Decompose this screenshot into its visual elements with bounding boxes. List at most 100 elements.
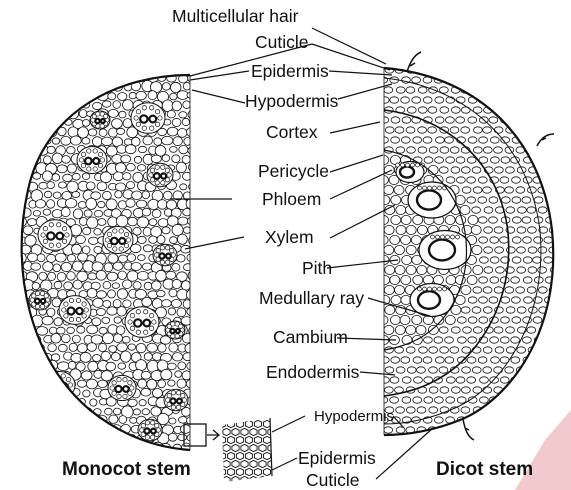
cell [523, 57, 532, 63]
cell [51, 424, 62, 433]
cell [544, 317, 553, 323]
cell [169, 418, 176, 424]
cell [461, 285, 471, 294]
cell [18, 308, 27, 317]
cell [76, 235, 86, 243]
cell [428, 325, 438, 334]
cell [108, 128, 117, 137]
cell [24, 443, 33, 450]
cell [115, 163, 126, 173]
inset-cell [259, 444, 266, 451]
cell [178, 129, 188, 138]
inset-cell [254, 452, 261, 459]
cell [64, 84, 72, 90]
cell [113, 262, 123, 270]
cell [194, 228, 201, 234]
cell [93, 102, 102, 109]
cell [66, 432, 77, 443]
cell [186, 290, 196, 300]
cell [522, 197, 531, 203]
cell [191, 262, 202, 272]
cell [143, 227, 151, 236]
cell [33, 372, 43, 380]
cell [111, 353, 120, 361]
cell [157, 290, 166, 296]
cell [44, 101, 53, 110]
cell [495, 67, 504, 73]
cell [22, 318, 30, 325]
cell [424, 337, 433, 343]
cell [468, 337, 477, 343]
cell [178, 362, 186, 370]
inset-cell [218, 420, 225, 427]
cell [130, 418, 137, 424]
cell [141, 371, 151, 379]
cell [451, 327, 460, 333]
cell [62, 426, 70, 433]
cell [483, 87, 492, 93]
cell [116, 326, 125, 335]
cell [87, 415, 97, 424]
cell [401, 235, 411, 244]
cell [152, 389, 162, 398]
cell [39, 92, 48, 100]
cell [549, 407, 558, 413]
inset-cell [232, 428, 239, 435]
cell [112, 119, 123, 129]
cell [401, 97, 410, 103]
cell [506, 207, 515, 213]
cell [192, 154, 203, 163]
cell [489, 197, 498, 203]
cell [491, 357, 500, 363]
cell [474, 127, 483, 133]
cell [33, 442, 43, 452]
cell [24, 408, 32, 415]
cell [172, 264, 180, 272]
cell [495, 427, 504, 433]
cell [108, 75, 116, 83]
cell [72, 261, 83, 271]
cell [192, 101, 202, 111]
cell [446, 377, 455, 383]
cell [512, 417, 521, 423]
cell [18, 182, 28, 192]
cell [435, 357, 444, 363]
cell [96, 270, 106, 280]
cell [48, 272, 56, 280]
cell [406, 407, 415, 413]
cell [489, 117, 498, 123]
cell [102, 101, 111, 107]
inset-cell [254, 468, 261, 475]
cell [68, 72, 79, 82]
cell [92, 355, 101, 362]
cell [380, 97, 389, 103]
cell [544, 417, 553, 423]
cell [391, 215, 401, 224]
cell [119, 111, 126, 118]
label-pericycle: Pericycle [258, 161, 329, 181]
cell [61, 406, 71, 414]
cell [524, 297, 533, 303]
cell [87, 288, 97, 298]
cell [391, 295, 401, 304]
cell [32, 387, 43, 397]
cell [402, 255, 412, 264]
cell [168, 380, 175, 386]
cell [90, 399, 97, 406]
epidermis-inset [184, 418, 275, 484]
cell [446, 397, 455, 403]
cell [108, 290, 116, 298]
cell [119, 416, 127, 424]
cell [54, 318, 62, 326]
cell [187, 396, 199, 406]
cell [461, 167, 470, 173]
cell [179, 112, 187, 118]
cell [42, 81, 53, 92]
cell [522, 377, 531, 383]
inset-cell [268, 476, 275, 483]
cell [473, 87, 482, 93]
cell [511, 337, 520, 343]
cell [418, 87, 427, 93]
cell [457, 397, 466, 403]
